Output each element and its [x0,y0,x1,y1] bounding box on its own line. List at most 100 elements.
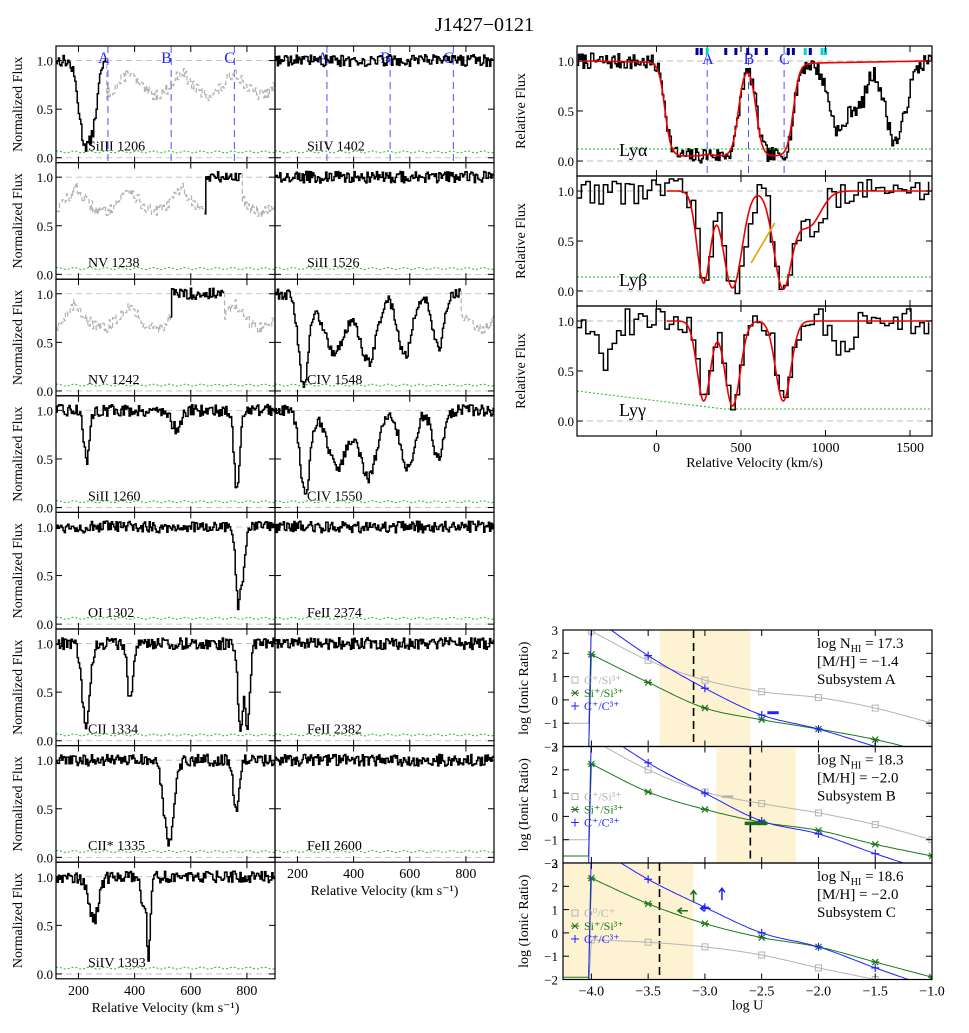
component-tick [734,48,738,55]
y-tick-label: −2 [544,856,558,871]
y-axis-label: Normalized Flux [11,873,26,968]
x-tick-label: 400 [124,984,145,999]
y-tick-label: 0.0 [37,384,53,399]
error-spectrum [576,390,932,410]
metallicity-label: [M/H] = −1.4 [817,654,899,670]
error-spectrum [274,500,495,504]
model-point-square [871,821,879,829]
spectrum-line [56,520,275,611]
legend-label: C⁺/C³⁺ [584,699,620,713]
blended-spectrum [56,181,206,217]
y-tick-label: 1.0 [37,753,53,768]
component-tick [786,48,790,55]
y-tick-label: 1.0 [558,54,574,69]
ion-label: CIV 1550 [307,489,362,504]
model-point-asterisk [871,840,880,848]
x-tick-label: −4.0 [579,985,604,1000]
subsystem-name: Subsystem C [817,905,896,921]
x-tick-label: 1500 [896,441,924,456]
component-tick [791,48,795,55]
y-tick-label: 1.0 [37,54,53,69]
y-tick-label: 0.5 [37,335,53,350]
y-tick-label: 0.0 [37,151,53,166]
panel-frame [55,861,276,980]
subsystem-label: C [224,50,235,67]
allowed-range-shade [716,746,796,863]
error-spectrum [55,500,276,504]
spectrum-line [56,403,275,489]
y-tick-label: 0.0 [558,414,574,429]
spectrum-line [56,870,275,962]
model-fit-curve [666,190,932,290]
model-point-plus [644,875,653,884]
model-point-square [587,936,595,944]
y-axis-label: Normalized Flux [11,173,26,268]
spectrum-line [56,637,275,732]
ion-label: FeII 2382 [307,723,362,738]
y-tick-label: 0 [552,926,559,941]
y-tick-label: 0.0 [37,734,53,749]
spectrum-line [275,404,494,495]
error-spectrum [55,266,276,271]
y-axis-label: log (Ionic Ratio) [517,874,532,968]
model-point-asterisk [644,788,653,796]
subsystem-label: B [744,51,755,68]
y-tick-label: −2 [544,740,558,755]
blend-model-curve [750,222,776,264]
error-spectrum [55,383,276,387]
legend-label: C⁺/C³⁺ [584,932,620,946]
x-tick-label: 400 [343,867,364,882]
error-spectrum [274,616,495,620]
legend-marker [571,793,579,800]
y-tick-label: 0.0 [37,967,53,982]
y-tick-label: 0.0 [37,501,53,516]
x-tick-label: −1.5 [863,985,888,1000]
x-axis-label: log U [732,999,764,1014]
model-point-plus [644,758,653,767]
model-point-asterisk [871,958,880,966]
y-tick-label: 2 [552,763,559,778]
y-axis-label: Relative Flux [514,73,529,149]
model-point-square [814,964,822,972]
component-tick [724,48,728,55]
y-tick-label: 1.0 [37,870,53,885]
blended-spectrum [241,173,275,218]
error-spectrum [55,849,276,854]
model-point-asterisk [700,920,709,928]
y-axis-label: Normalized Flux [11,523,26,618]
error-spectrum [274,383,495,387]
x-tick-label: 500 [730,441,751,456]
ion-label: SiII 1260 [88,489,141,504]
component-tick [699,48,703,55]
figure-title: J1427−0121 [434,14,535,36]
spectrum-line [204,170,242,215]
component-tick [746,48,750,55]
model-point-asterisk [928,852,932,860]
model-point-square [701,676,709,684]
component-tick [808,48,812,55]
legend-label: C⁺/Si³⁺ [584,673,622,687]
model-point-asterisk [757,716,766,724]
column-density-label: log NHI = 17.3 [817,636,904,655]
error-spectrum [274,266,495,271]
y-tick-label: 1 [552,670,559,685]
y-tick-label: 3 [552,856,559,871]
metal-panel: CIV 1550 [274,395,495,513]
error-spectrum [55,616,276,620]
model-point-plus [814,829,823,838]
subsystem-label: C [779,51,790,68]
subsystem-label: A [702,51,714,68]
y-tick-label: 2 [552,646,559,661]
x-tick-label: 0 [653,441,660,456]
model-point-square [814,809,822,817]
